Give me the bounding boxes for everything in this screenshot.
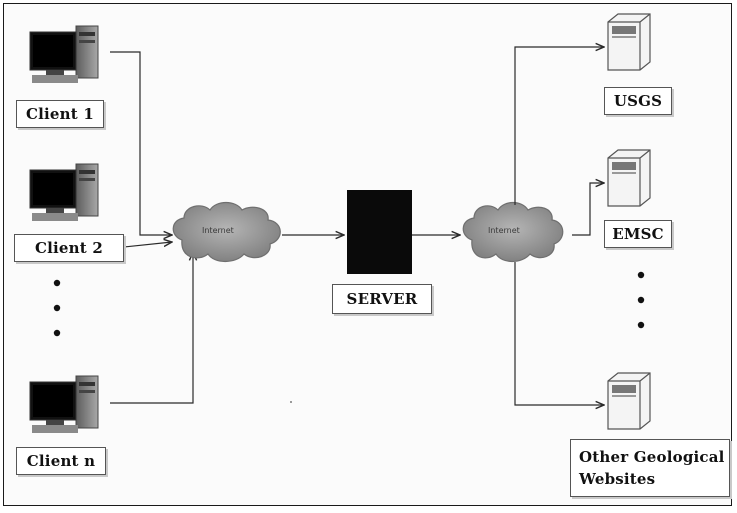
usgs-label: USGS (604, 87, 672, 115)
internet-cloud-right-icon: Internet (462, 201, 564, 263)
cloud-left-label: Internet (202, 226, 234, 235)
internet-cloud-left-icon: Internet (172, 201, 281, 263)
emsc-label: EMSC (604, 220, 672, 248)
client-1-label: Client 1 (16, 100, 104, 128)
client-1-computer-icon (29, 25, 99, 83)
speck (290, 401, 292, 403)
server-label: SERVER (332, 284, 432, 314)
usgs-server-icon (607, 13, 651, 71)
source-connections (514, 47, 604, 405)
client-n-label: Client n (16, 447, 106, 475)
sources-ellipsis (637, 271, 645, 329)
client-n-computer-icon (29, 375, 99, 433)
other-websites-server-icon (607, 372, 651, 430)
client-2-computer-icon (29, 163, 99, 221)
cloud-right-label: Internet (488, 226, 520, 235)
clients-ellipsis (53, 279, 61, 337)
other-websites-label: Other Geological Websites (570, 439, 730, 497)
emsc-server-icon (607, 149, 651, 207)
server-icon (347, 190, 412, 274)
client-2-label: Client 2 (14, 234, 124, 262)
client-connections (110, 51, 193, 404)
